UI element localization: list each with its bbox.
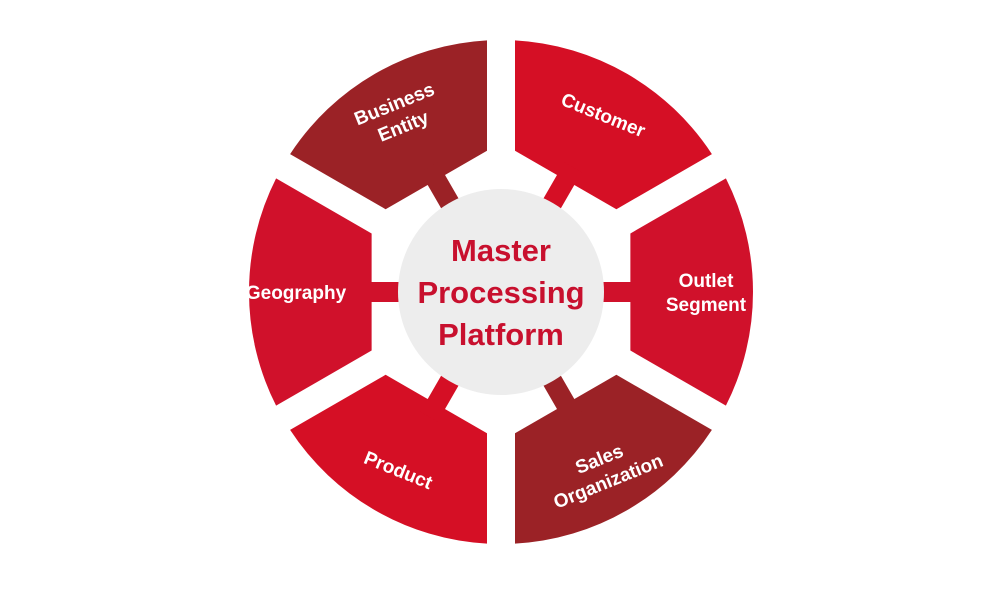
connector-sales-organization <box>541 372 582 422</box>
segment-outlet-segment <box>630 178 753 406</box>
center-circle <box>398 189 604 395</box>
center-title-line: Master <box>451 233 551 268</box>
center-title-line: Platform <box>438 317 564 352</box>
center-title-line: Processing <box>417 275 584 310</box>
connector-customer <box>541 162 582 212</box>
segment-label-line: Geography <box>246 283 347 304</box>
connectors <box>357 162 645 422</box>
segment-geography <box>249 178 372 406</box>
segment-label-line: Segment <box>666 295 747 316</box>
segment-label-geography: Geography <box>246 283 347 304</box>
segment-label-line: Outlet <box>679 271 735 292</box>
connector-product <box>420 372 461 422</box>
connector-business-entity <box>420 162 461 212</box>
